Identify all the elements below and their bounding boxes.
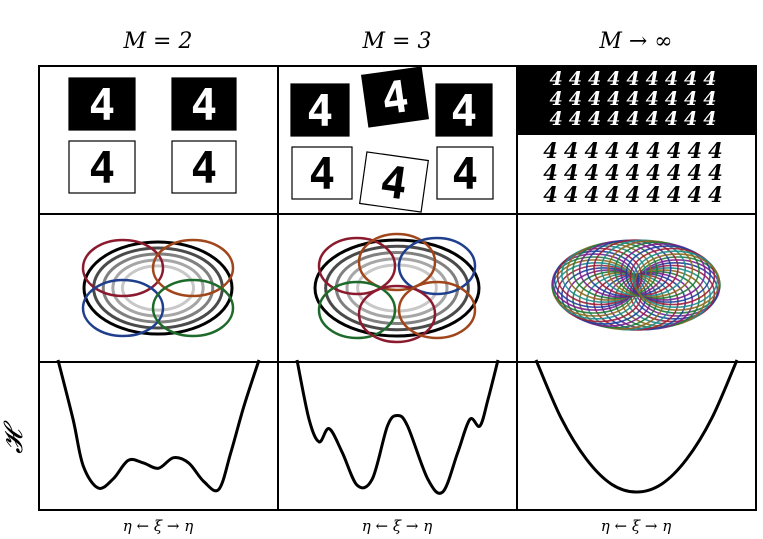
- loop-m2-colored-ellipse: [81, 238, 165, 298]
- column-title-minf: M → ∞: [598, 29, 672, 54]
- digit-tile-m3-a-inverted-glyph: 4: [307, 86, 334, 137]
- digit-grid-row: 444444444: [543, 160, 729, 185]
- x-axis-label-minf: η ← ξ → η: [601, 517, 671, 535]
- loop-m3-colored-ellipse: [317, 280, 397, 340]
- x-axis-label-m2: η ← ξ → η: [123, 517, 193, 535]
- digit-grid-inverted-row: 444444444: [550, 68, 723, 90]
- loop-minf-ring: [620, 243, 706, 301]
- loop-minf-ring: [625, 245, 711, 303]
- digit-tile-m3-c-glyph: 4: [452, 149, 479, 200]
- loop-minf-ring: [614, 241, 700, 300]
- potential-curve-m3: [295, 359, 500, 495]
- digit-tile-m2-a-inverted-glyph: 4: [89, 80, 116, 131]
- digit-tile-m2-a-inverted: 4: [68, 77, 136, 131]
- digit-tile-m2-a-frame: [68, 140, 136, 194]
- digit-tile-m3-c-inverted: 4: [435, 83, 493, 137]
- loop-m3-colored-ellipse: [397, 280, 477, 340]
- loop-minf-ring: [629, 247, 716, 306]
- loops-m2-gray-ring: [111, 258, 205, 318]
- digit-grid-inverted-background: [518, 67, 755, 135]
- loop-m2-colored-ellipse: [151, 238, 235, 298]
- digit-tile-m3-c-frame: [436, 146, 494, 200]
- digit-tile-m3-c: 4: [436, 146, 494, 200]
- y-axis-label: 𝓗: [0, 420, 29, 454]
- digit-grid-inverted-row: 444444444: [550, 108, 723, 130]
- digit-tile-m3-b-inverted: 4: [360, 66, 430, 128]
- potential-curves-row: [56, 359, 739, 495]
- loops-m3-gray-ring: [324, 244, 470, 332]
- digit-grid-row: 444444444: [543, 138, 729, 163]
- loops-m2-gray-ring: [82, 240, 234, 336]
- loops-m3-gray-ring: [345, 257, 449, 319]
- digit-grid-row: 444444444: [543, 182, 729, 207]
- digit-tile-m3-b-frame: [359, 151, 429, 213]
- digit-tile-m2-b-inverted-glyph: 4: [191, 80, 218, 131]
- loop-m3-colored-ellipse: [397, 236, 477, 296]
- potential-curve-m2: [56, 359, 261, 493]
- digit-tile-m3-a-inverted-frame: [290, 83, 350, 137]
- loop-minf-ring: [607, 240, 694, 298]
- digit-tile-m3-a-inverted: 4: [290, 83, 350, 137]
- loop-m2-colored-ellipse: [81, 278, 165, 338]
- digit-tile-m3-c-inverted-glyph: 4: [451, 86, 478, 137]
- potential-curve-minf: [534, 359, 739, 494]
- digit-tile-m2-b-inverted-frame: [171, 77, 237, 131]
- digit-tile-m3-a: 4: [291, 146, 353, 200]
- digit-tile-m2-b-frame: [171, 140, 237, 194]
- digit-tile-m3-b: 4: [359, 151, 429, 213]
- loop-minf-ring: [634, 253, 721, 311]
- x-axis-label-m3: η ← ξ → η: [362, 517, 432, 535]
- digit-tile-m2-a-glyph: 4: [89, 143, 116, 194]
- loop-m2-colored-ellipse: [151, 278, 235, 338]
- digit-tile-m3-a-frame: [291, 146, 353, 200]
- loop-m3-colored-ellipse: [317, 236, 397, 296]
- digit-tile-m2-a: 4: [68, 140, 136, 194]
- digit-tile-m3-c-inverted-frame: [435, 83, 493, 137]
- digit-tile-m2-b-glyph: 4: [191, 143, 218, 194]
- column-title-m3: M = 3: [362, 29, 432, 54]
- digit-grid-inverted-row: 444444444: [550, 88, 723, 110]
- digit-tile-m3-b-inverted-frame: [360, 66, 430, 128]
- digit-tile-m2-a-inverted-frame: [68, 77, 136, 131]
- loops-m3-gray-ring: [313, 238, 481, 338]
- loop-minf-ring: [632, 250, 719, 308]
- loop-diagrams-row: [81, 232, 721, 344]
- loop-m3-colored-ellipse: [357, 284, 437, 344]
- loops-m3-gray-ring: [356, 263, 438, 313]
- column-title-m2: M = 2: [123, 29, 193, 54]
- digit-tile-m2-b: 4: [171, 140, 237, 194]
- digit-tile-m3-a-glyph: 4: [309, 149, 336, 200]
- grid-frame: [38, 65, 757, 511]
- loops-m2-gray-ring: [101, 252, 215, 324]
- digit-tile-m2-b-inverted: 4: [171, 77, 237, 131]
- loop-m3-colored-ellipse: [357, 232, 437, 292]
- loop-minf-ring: [551, 253, 638, 311]
- loops-m3-gray-ring: [334, 250, 460, 326]
- loops-m2-gray-ring: [120, 264, 196, 312]
